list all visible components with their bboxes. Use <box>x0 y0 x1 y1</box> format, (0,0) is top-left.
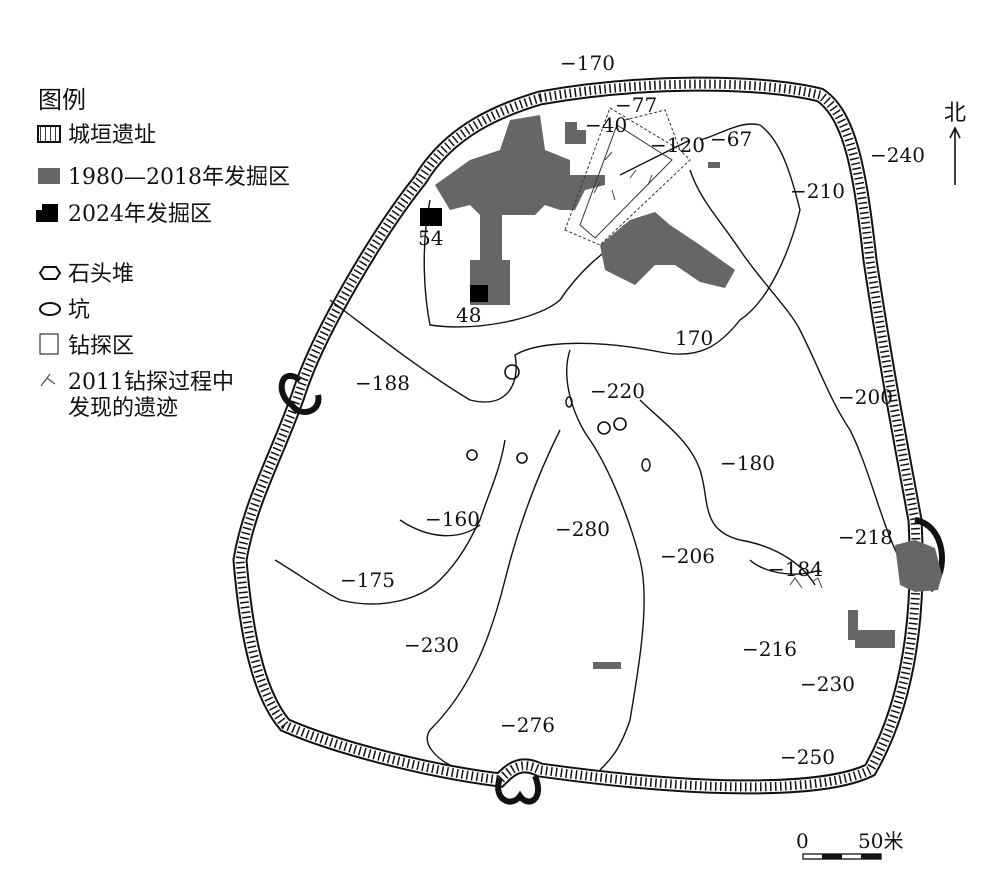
wall-swatch-icon <box>37 125 61 143</box>
elevation-label: −280 <box>555 517 610 541</box>
elevation-label: −77 <box>615 93 657 117</box>
legend-label-line-2: 发现的遗迹 <box>68 396 178 421</box>
legend-item-wall: 城垣遗址 <box>37 123 156 148</box>
elevation-label: −206 <box>660 544 715 568</box>
elevation-labels: −170 −77 −40 −120 −67 −240 −210 54 48 17… <box>340 51 925 769</box>
legend-label: 坑 <box>68 298 90 323</box>
elevation-label: −160 <box>425 507 480 531</box>
legend-label: 1980—2018年发掘区 <box>68 165 290 190</box>
elevation-label: −250 <box>780 745 835 769</box>
legend-item-excavation-2024: 2024年发掘区 <box>36 202 212 227</box>
legend-label: 2011钻探过程中 <box>68 370 234 395</box>
stone-piles <box>466 364 627 464</box>
stone-pile-icon <box>38 266 62 280</box>
excavation-2024-swatch-icon <box>36 204 58 222</box>
drilling-area <box>564 107 823 589</box>
elevation-label: −188 <box>355 371 410 395</box>
elevation-label: −67 <box>710 127 752 151</box>
scale-bar: 0 50米 <box>796 829 903 860</box>
elevation-label: −216 <box>742 637 797 661</box>
elevation-label: −230 <box>800 672 855 696</box>
scale-end-label: 50米 <box>858 829 903 853</box>
excavation-areas-2024 <box>420 208 488 302</box>
legend-item-drill: 钻探区 <box>39 333 134 359</box>
elevation-label: −40 <box>585 113 627 137</box>
elevation-label: −200 <box>838 385 893 409</box>
excavation-areas-1980-2018 <box>435 115 942 669</box>
scale-zero-label: 0 <box>796 829 809 853</box>
elevation-label: 170 <box>675 326 713 350</box>
legend-item-pit: 坑 <box>39 298 90 323</box>
elevation-label: −120 <box>650 133 705 157</box>
pits <box>565 396 651 472</box>
pit-icon <box>39 302 61 316</box>
legend-item-excavation-1980: 1980—2018年发掘区 <box>38 165 290 190</box>
legend-label: 钻探区 <box>68 334 134 359</box>
relic-icon <box>40 373 56 387</box>
elevation-label: −240 <box>870 143 925 167</box>
elevation-label: 48 <box>456 303 481 327</box>
legend-item-relic: 2011钻探过程中 发现的遗迹 <box>40 370 234 421</box>
legend-label: 2024年发掘区 <box>68 202 212 227</box>
elevation-label: −276 <box>500 713 555 737</box>
elevation-label: −220 <box>590 379 645 403</box>
drill-area-icon <box>39 333 59 355</box>
elevation-label: 54 <box>418 226 443 250</box>
elevation-label: −210 <box>790 179 845 203</box>
north-arrow: 北 <box>944 101 966 185</box>
contour-lines <box>274 123 901 771</box>
elevation-label: −230 <box>404 633 459 657</box>
elevation-label: −184 <box>768 557 823 581</box>
legend: 图例 城垣遗址 1980—2018年发掘区 2024年发掘区 石头堆 坑 钻探区 <box>36 86 290 421</box>
elevation-label: −218 <box>838 525 893 549</box>
legend-label: 城垣遗址 <box>68 123 156 148</box>
legend-item-stone: 石头堆 <box>38 262 134 287</box>
legend-label: 石头堆 <box>68 262 134 287</box>
elevation-label: −170 <box>560 51 615 75</box>
elevation-label: −175 <box>340 568 395 592</box>
legend-title: 图例 <box>38 86 86 114</box>
north-label: 北 <box>944 101 966 126</box>
excavation-1980-swatch-icon <box>38 168 60 184</box>
elevation-label: −180 <box>720 451 775 475</box>
